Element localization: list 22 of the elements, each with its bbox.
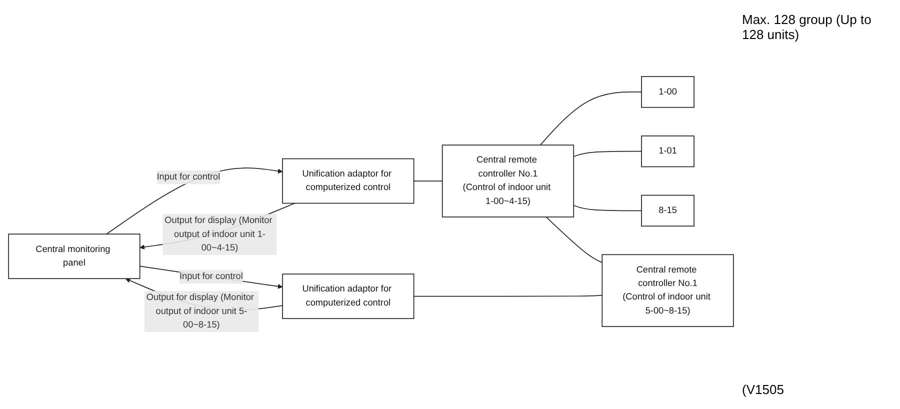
connector [546,216,603,264]
connector [573,205,642,212]
edge-label: Output for display (Monitor output of indoor unit 5-00~8-15) [146,292,254,330]
node-box: Central remote controller No.1 (Control of indoor unit 5-00~8-15) [602,254,734,328]
node-box: 1-01 [641,136,694,168]
connector [413,295,603,297]
connector [573,151,642,158]
edge-label: Output for display (Monitor output of indoor unit 1-00~4-15) [164,216,272,253]
connector [413,180,443,182]
node-box: Unification adaptor for computerized control [282,274,414,320]
node-box: 1-00 [641,76,694,108]
note-text: Max. 128 group (Up to 128 units) [742,12,872,42]
node-box: 8-15 [641,195,694,227]
note-text: (V1505 [742,382,785,397]
edge-label: Input for control [156,172,220,182]
connector [540,92,642,146]
node-box: Central remote controller No.1 (Control of indoor unit 1-00~4-15) [442,144,574,218]
arrow [139,266,283,290]
node-box: Unification adaptor for computerized control [282,158,414,204]
edge-label: Input for control [179,272,243,282]
arrow [106,168,283,235]
node-box: Central monitoring panel [8,234,140,280]
